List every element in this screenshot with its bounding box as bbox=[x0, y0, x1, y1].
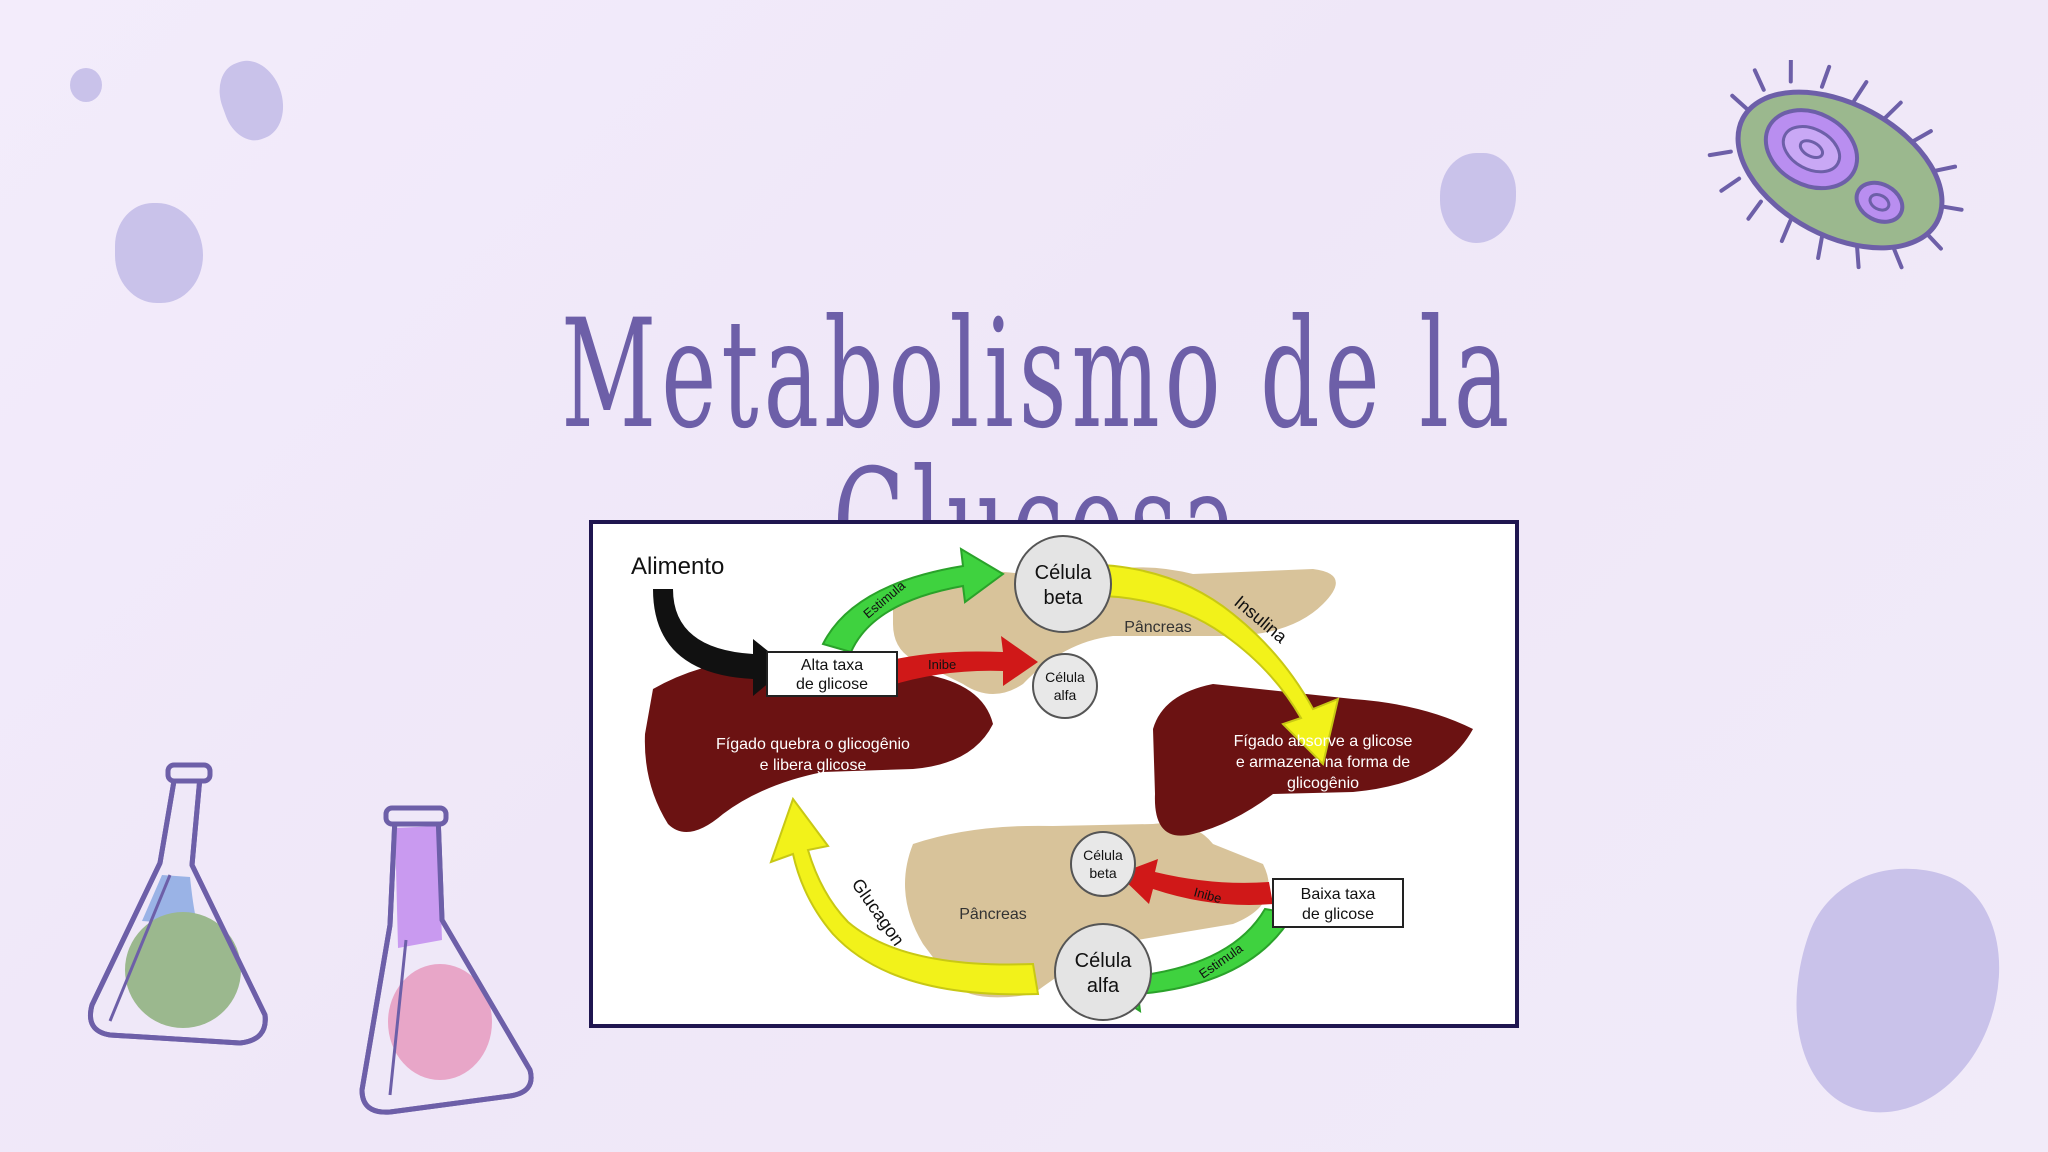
liver-right-line1: Fígado absorve a glicose bbox=[1234, 733, 1413, 750]
glucose-regulation-diagram: Alimento Alta taxa de glicose Baixa taxa… bbox=[589, 520, 1519, 1028]
celula-alfa-bottom-line1: Célula bbox=[1075, 950, 1133, 972]
decorative-blob bbox=[1440, 153, 1516, 243]
celula-alfa-top-line1: Célula bbox=[1045, 669, 1085, 685]
celula-beta-top-line1: Célula bbox=[1035, 562, 1093, 584]
baixa-taxa-box bbox=[1272, 878, 1404, 928]
baixa-taxa-line1: Baixa taxa bbox=[1301, 886, 1376, 903]
estimula-arrow-top bbox=[821, 547, 1005, 654]
baixa-taxa-line2: de glicose bbox=[1302, 906, 1374, 923]
celula-beta-top-line2: beta bbox=[1044, 587, 1084, 609]
glucagon-arrow bbox=[769, 796, 1040, 996]
liver-left-line2: e libera glicose bbox=[760, 757, 867, 774]
inibe-arrow-top bbox=[883, 636, 1038, 686]
celula-beta-bottom-line2: beta bbox=[1089, 865, 1116, 881]
liver-left bbox=[644, 654, 993, 832]
alta-taxa-line1: Alta taxa bbox=[801, 657, 863, 674]
celula-beta-top bbox=[1014, 535, 1112, 633]
celula-alfa-top bbox=[1032, 653, 1098, 719]
pancreas-bottom bbox=[905, 823, 1269, 998]
liver-left-line1: Fígado quebra o glicogênio bbox=[716, 736, 910, 753]
inibe-arrow-bottom bbox=[1118, 859, 1273, 905]
alta-taxa-line2: de glicose bbox=[796, 676, 868, 693]
decorative-dot bbox=[70, 68, 102, 102]
decorative-blob bbox=[1758, 838, 2032, 1142]
liver-right bbox=[1153, 684, 1473, 836]
celula-alfa-bottom-line2: alfa bbox=[1087, 975, 1120, 997]
bacterium-icon bbox=[1707, 60, 1964, 270]
inibe-top-label: Inibe bbox=[928, 657, 956, 672]
liver-right-line2: e armazena na forma de bbox=[1236, 754, 1410, 771]
pancreas-bottom-label: Pâncreas bbox=[959, 906, 1027, 923]
liver-right-line3: glicogênio bbox=[1287, 775, 1359, 792]
inibe-bottom-label: Inibe bbox=[1192, 884, 1223, 906]
celula-beta-bottom bbox=[1070, 831, 1136, 897]
celula-alfa-bottom bbox=[1054, 923, 1152, 1021]
decorative-blob bbox=[115, 203, 203, 303]
flask-icon bbox=[359, 805, 534, 1115]
pancreas-top-label: Pâncreas bbox=[1124, 619, 1192, 636]
decorative-blob bbox=[210, 52, 294, 148]
flask-icon bbox=[88, 762, 268, 1046]
celula-beta-bottom-line1: Célula bbox=[1083, 847, 1123, 863]
alimento-label: Alimento bbox=[631, 553, 724, 580]
celula-alfa-top-line2: alfa bbox=[1054, 687, 1077, 703]
alimento-arrow bbox=[653, 589, 788, 696]
alta-taxa-box bbox=[766, 651, 898, 697]
